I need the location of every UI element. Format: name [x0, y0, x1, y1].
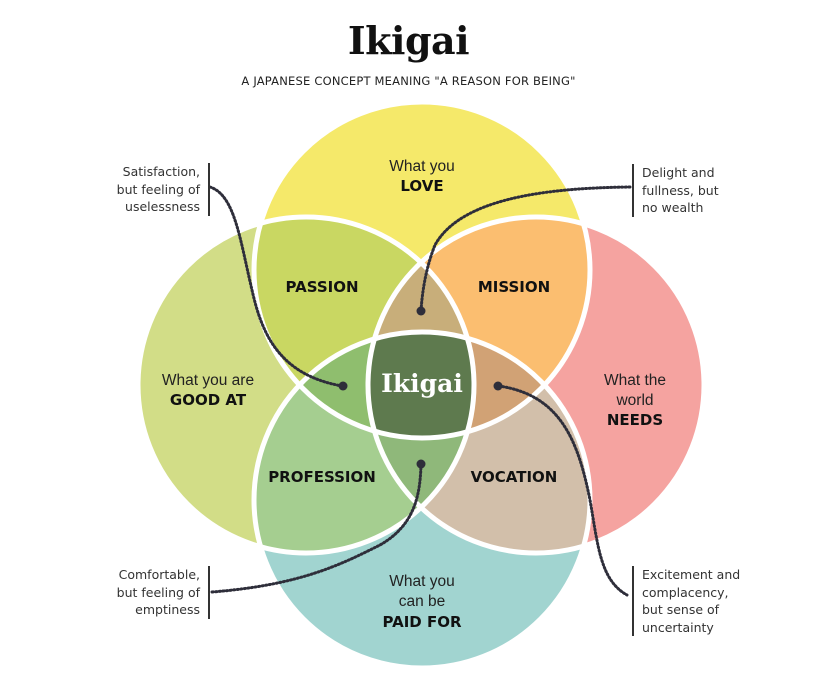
passion-label: PASSION	[285, 278, 358, 296]
circle-outlines	[135, 99, 707, 671]
overlap-good-paid-needs	[368, 332, 474, 553]
mission-label: MISSION	[478, 278, 550, 296]
note-excitement: Excitement and complacency, but sense of…	[632, 566, 772, 636]
note-excitement-line: Excitement and	[642, 567, 741, 582]
note-comfortable: Comfortable, but feeling of emptiness	[96, 566, 210, 619]
page-subtitle: A JAPANESE CONCEPT MEANING "A REASON FOR…	[241, 74, 576, 88]
leader-line-comfortable	[210, 463, 423, 594]
leader-dot-comfortable	[416, 459, 426, 469]
good-at-label-line2: GOOD AT	[170, 391, 247, 409]
leader-dots	[338, 306, 503, 469]
note-delight-line: no wealth	[642, 200, 704, 215]
note-excitement-line: complacency,	[642, 584, 729, 600]
note-satisfaction: Satisfaction, but feeling of uselessness	[96, 163, 210, 216]
note-delight-line: Delight and	[642, 165, 715, 180]
profession-label: PROFESSION	[268, 468, 376, 486]
leader-lines	[208, 185, 632, 597]
overlap-love-needs-paid	[368, 332, 590, 438]
world-needs-label-line3: NEEDS	[607, 411, 663, 429]
leader-dot-satisfaction	[338, 381, 348, 391]
leader-dot-delight	[416, 306, 426, 316]
paid-for-label-line2: can be	[399, 593, 446, 610]
leader-line-satisfaction	[208, 185, 344, 388]
overlap-good-paid-love	[254, 332, 474, 438]
note-excitement-line: but sense of	[642, 602, 720, 617]
paid-for-label-line3: PAID FOR	[382, 613, 461, 631]
note-comfortable-line: emptiness	[135, 602, 200, 617]
ikigai-center-label: Ikigai	[381, 369, 463, 398]
note-excitement-line: uncertainty	[642, 619, 714, 635]
note-satisfaction-line: uselessness	[125, 199, 200, 214]
note-satisfaction-line: Satisfaction,	[122, 164, 200, 179]
note-comfortable-line: but feeling of	[116, 584, 200, 600]
note-satisfaction-line: but feeling of	[116, 181, 200, 197]
vocation-label: VOCATION	[471, 468, 558, 486]
leader-line-excitement	[497, 384, 629, 597]
world-needs-label-line1: What the	[604, 372, 666, 389]
overlap-love-good-needs	[368, 217, 474, 438]
love-label-line1: What you	[389, 158, 454, 175]
good-at-label-line1: What you are	[162, 372, 254, 389]
note-delight-line: fullness, but	[642, 182, 719, 198]
world-needs-label-line2: world	[615, 392, 653, 409]
love-label-line2: LOVE	[400, 177, 443, 195]
note-delight: Delight and fullness, but no wealth	[632, 164, 752, 217]
leader-dot-excitement	[493, 381, 503, 391]
note-comfortable-line: Comfortable,	[118, 567, 200, 582]
paid-for-label-line1: What you	[389, 573, 454, 590]
leader-line-delight	[419, 185, 632, 313]
page-title: Ikigai	[347, 18, 470, 63]
